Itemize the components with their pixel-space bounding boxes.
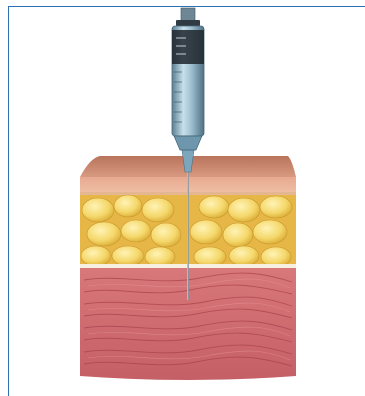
syringe [172,8,204,150]
